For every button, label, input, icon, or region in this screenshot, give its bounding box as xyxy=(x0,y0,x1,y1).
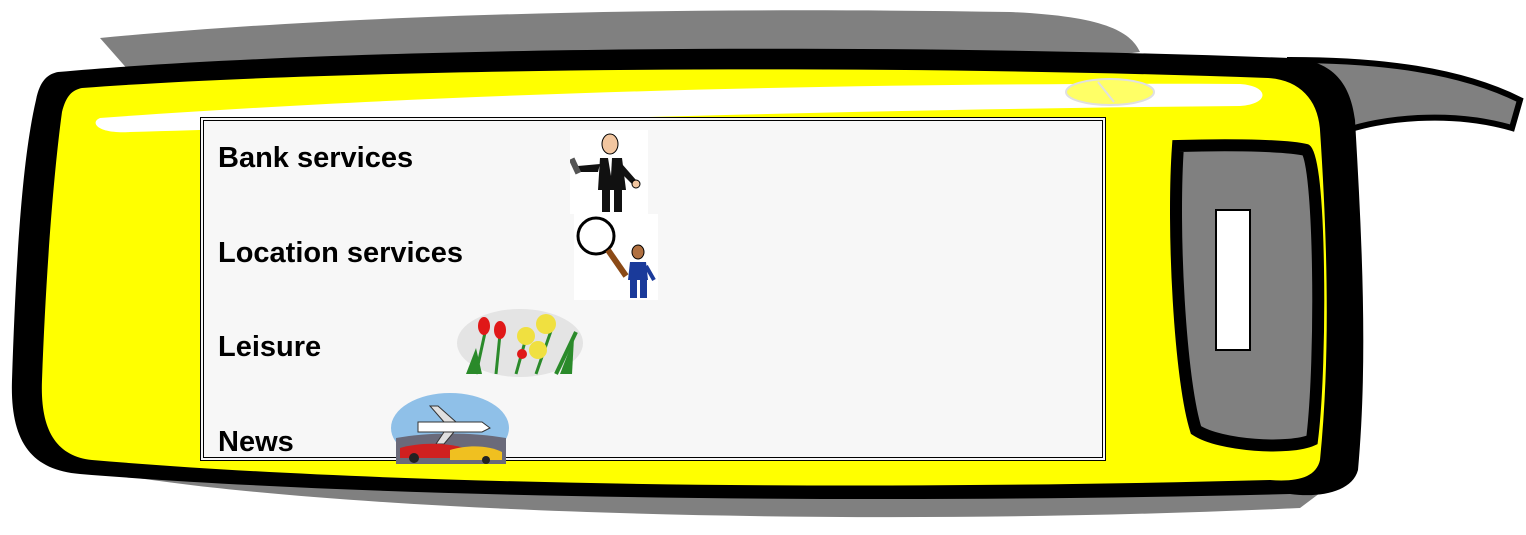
menu-item-news[interactable]: News xyxy=(218,428,294,457)
flowers-icon xyxy=(456,308,584,378)
banker-pointing-icon xyxy=(570,130,648,214)
plane-car-collage-icon xyxy=(390,392,510,464)
menu-item-leisure[interactable]: Leisure xyxy=(218,333,321,362)
menu-item-bank-services[interactable]: Bank services xyxy=(218,144,413,173)
speaker-icon xyxy=(1066,79,1154,105)
side-button-window xyxy=(1216,210,1250,350)
magnifying-glass-person-icon xyxy=(574,214,658,300)
menu-item-location-services[interactable]: Location services xyxy=(218,239,463,268)
